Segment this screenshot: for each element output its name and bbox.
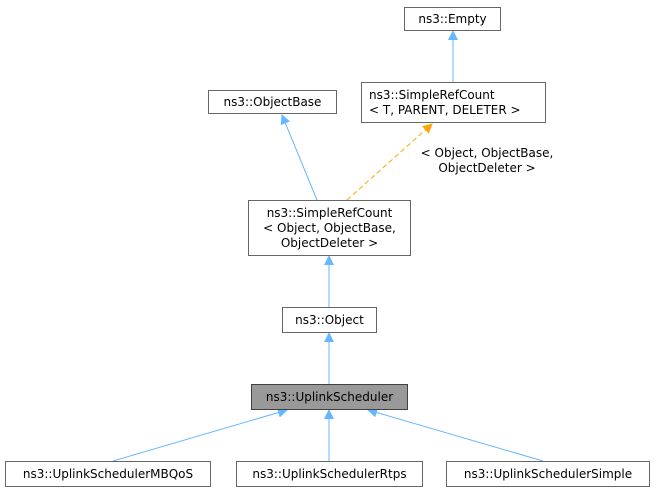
template-edge-label: < Object, ObjectBase, ObjectDeleter >	[412, 146, 562, 176]
node-simplerefcount-object[interactable]: ns3::SimpleRefCount < Object, ObjectBase…	[248, 200, 411, 256]
node-simplerefcount-object-line-1: ns3::SimpleRefCount	[266, 205, 393, 220]
node-simplerefcount-template-line-1: ns3::SimpleRefCount	[369, 87, 495, 102]
node-uplinkscheduler-simple[interactable]: ns3::UplinkSchedulerSimple	[446, 461, 650, 487]
node-uplinkscheduler-mbqos-label: ns3::UplinkSchedulerMBQoS	[22, 466, 194, 481]
node-object[interactable]: ns3::Object	[282, 307, 377, 333]
node-uplinkscheduler-rtps[interactable]: ns3::UplinkSchedulerRtps	[236, 461, 423, 487]
edge-simple-to-uplinkscheduler	[367, 407, 544, 462]
node-uplinkscheduler-rtps-label: ns3::UplinkSchedulerRtps	[252, 466, 407, 481]
node-uplinkscheduler-simple-label: ns3::UplinkSchedulerSimple	[463, 466, 633, 481]
node-simplerefcount-object-line-2: < Object, ObjectBase,	[263, 220, 396, 235]
node-empty-label: ns3::Empty	[418, 11, 487, 26]
node-uplinkscheduler-label: ns3::UplinkScheduler	[265, 389, 394, 404]
node-uplinkscheduler: ns3::UplinkScheduler	[251, 384, 408, 410]
node-simplerefcount-template[interactable]: ns3::SimpleRefCount < T, PARENT, DELETER…	[361, 82, 546, 123]
template-edge-label-line-1: < Object, ObjectBase,	[420, 146, 554, 160]
edge-simplerefcount-object-to-objectbase	[280, 114, 318, 201]
node-empty[interactable]: ns3::Empty	[404, 7, 501, 31]
edge-template-instantiation	[346, 123, 433, 201]
node-uplinkscheduler-mbqos[interactable]: ns3::UplinkSchedulerMBQoS	[5, 461, 211, 487]
node-objectbase[interactable]: ns3::ObjectBase	[208, 90, 337, 114]
node-simplerefcount-template-line-2: < T, PARENT, DELETER >	[369, 102, 521, 117]
node-simplerefcount-object-line-3: ObjectDeleter >	[280, 235, 379, 250]
node-objectbase-label: ns3::ObjectBase	[223, 94, 322, 109]
template-edge-label-line-2: ObjectDeleter >	[438, 161, 536, 175]
edge-mbqos-to-uplinkscheduler	[112, 407, 288, 462]
node-object-label: ns3::Object	[295, 312, 364, 327]
